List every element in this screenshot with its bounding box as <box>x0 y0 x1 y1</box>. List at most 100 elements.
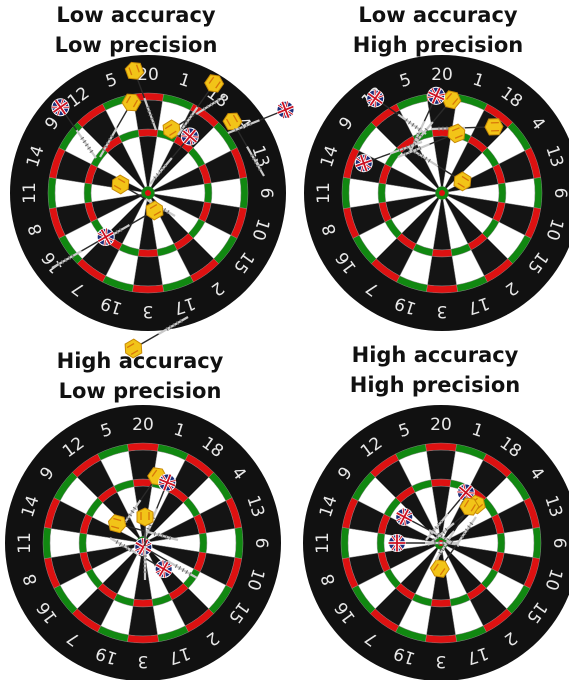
dart-grip <box>209 102 213 107</box>
dart-shaft <box>125 525 146 532</box>
dart-grip <box>118 542 122 546</box>
flight-stripe <box>128 64 140 76</box>
dart <box>149 127 199 185</box>
dart-grip <box>438 551 443 555</box>
dart-barrel <box>397 143 430 159</box>
dart-shaft <box>381 102 399 116</box>
dart <box>107 514 179 542</box>
dart-grip <box>158 170 163 174</box>
dart-grip <box>460 535 465 539</box>
flag-cross-red <box>458 485 473 500</box>
dart <box>429 516 477 578</box>
dart-grip <box>130 510 135 514</box>
dart-shaft <box>127 188 146 200</box>
dart-barrel <box>455 516 477 546</box>
flag-cross-red <box>97 229 114 245</box>
dart-grip <box>87 146 92 150</box>
dart <box>51 98 97 159</box>
dart-flight-yellow <box>459 497 480 516</box>
dart-grip <box>57 262 61 266</box>
flag-cross-red <box>367 90 383 106</box>
dart-shaft <box>171 142 186 159</box>
board-scoring-ring <box>431 249 453 258</box>
board-scoring-ring <box>234 527 244 559</box>
dart-grip <box>234 127 237 133</box>
board-scoring-ring <box>396 94 428 111</box>
flag-cross-red <box>277 101 294 118</box>
flight-stripe <box>113 177 126 191</box>
board-scoring-ring <box>340 527 350 559</box>
dart-grip <box>411 122 415 127</box>
dart-shaft <box>464 126 485 129</box>
board-segment <box>427 255 457 287</box>
dart-grip <box>155 173 160 177</box>
dart-grip <box>187 117 192 121</box>
bullseye <box>145 190 151 196</box>
dart <box>388 534 459 552</box>
dart-grip <box>464 528 469 532</box>
dart-flight-yellow <box>124 338 143 359</box>
board-segment <box>54 178 86 208</box>
dart-grip <box>440 548 445 552</box>
dart-grip <box>166 210 170 214</box>
dart-shaft <box>453 513 466 532</box>
dart-grip <box>82 140 87 144</box>
dart-grip <box>60 260 64 264</box>
panel-title-line1: Low accuracy <box>56 3 216 27</box>
dart-shaft <box>447 498 462 515</box>
dart-grip <box>407 150 411 155</box>
dart-grip <box>176 321 180 325</box>
dart-flight-yellow <box>107 514 127 534</box>
dart-grip <box>115 540 119 544</box>
darts-group <box>51 61 295 359</box>
dart-grip <box>147 110 152 113</box>
dart-grip <box>157 532 160 537</box>
dart-grip <box>172 323 176 327</box>
dart-grip <box>446 538 451 542</box>
flight-stripe <box>164 123 177 136</box>
dart-barrel <box>149 157 173 185</box>
flight-stripe <box>463 499 476 512</box>
flag-cross-red <box>155 561 172 577</box>
dart-grip <box>413 142 416 147</box>
board-scoring-ring <box>425 442 457 452</box>
dart-grip <box>439 534 443 539</box>
board-scoring-ring <box>239 177 249 209</box>
dart-grip <box>398 148 401 153</box>
bullseye <box>439 190 445 196</box>
dart-grip <box>153 176 157 180</box>
dart-grip <box>404 151 407 157</box>
dart-grip <box>189 113 194 117</box>
panel-title-line2: High precision <box>350 373 520 397</box>
dart-shaft <box>429 136 449 145</box>
dart-grip <box>185 570 189 574</box>
dart-shaft <box>129 214 148 226</box>
flight-stripe <box>225 114 239 127</box>
dart-barrel <box>428 529 460 547</box>
dart-grip <box>249 121 252 127</box>
dart-barrel <box>109 537 140 556</box>
flag-cross-red <box>52 99 68 115</box>
dart <box>227 100 295 135</box>
board-segment <box>426 605 456 637</box>
dart <box>366 89 427 135</box>
dart-grip <box>241 124 245 130</box>
panel-title-line1: Low accuracy <box>358 3 518 27</box>
dart-grip <box>415 147 418 152</box>
dart-grip <box>169 535 172 540</box>
dart-shaft <box>444 544 458 562</box>
dart <box>99 200 164 243</box>
dart-grip <box>206 104 210 109</box>
dart-grip <box>416 132 421 136</box>
board-scoring-ring <box>533 177 543 209</box>
flight-stripe <box>433 563 446 576</box>
dart-grip <box>174 564 178 568</box>
dart-grip <box>163 163 168 168</box>
dart-grip <box>64 258 68 262</box>
dart-flight-yellow <box>484 118 504 136</box>
dart-grip <box>252 157 256 161</box>
dart-flight-yellow <box>222 112 243 131</box>
dart <box>99 93 142 158</box>
